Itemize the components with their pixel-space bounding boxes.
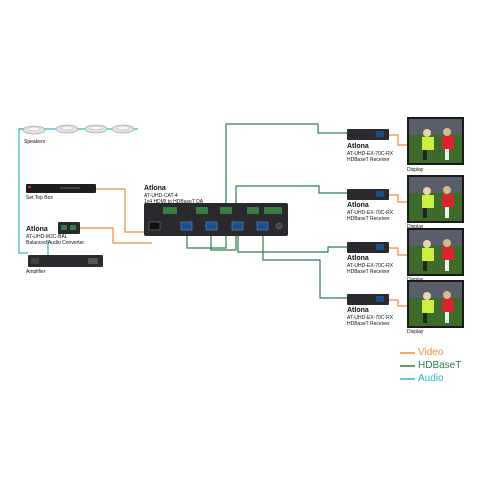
video-cable-stb: [94, 188, 160, 233]
video-cable-display-2: [388, 194, 407, 203]
set-top-box-label: Set Top Box: [26, 195, 53, 201]
video-cable-display-1: [388, 134, 407, 146]
da-desc: 1x4 HDMI to HDBaseT DA: [144, 199, 204, 205]
receiver-4-model: AT-UHD-EX-70C-RX: [347, 315, 394, 321]
amplifier-icon: [28, 255, 103, 267]
display-4-label: Display: [407, 329, 424, 335]
distribution-amplifier-icon: [144, 203, 288, 236]
set-top-box-icon: [26, 184, 96, 193]
receiver-2-desc: HDBaseT Receiver: [347, 216, 390, 222]
receiver-3-desc: HDBaseT Receiver: [347, 269, 390, 275]
receiver-4-desc: HDBaseT Receiver: [347, 321, 390, 327]
da-model: AT-UHD-CAT-4: [144, 193, 178, 199]
video-cable-display-4: [388, 299, 407, 307]
audio-cable-converter: [78, 227, 152, 244]
hdbaset-cable-2: [210, 185, 347, 251]
display-screens: [407, 117, 464, 328]
hdbaset-cable-4: [262, 232, 347, 299]
converter-brand: Atlona: [26, 226, 48, 233]
receiver-1-brand: Atlona: [347, 143, 369, 150]
receiver-3-brand: Atlona: [347, 255, 369, 262]
legend-audio: Audio: [418, 373, 444, 384]
converter-desc: Balanced Audio Converter: [26, 240, 85, 246]
receiver-2-model: AT-UHD-EX-70C-RX: [347, 210, 394, 216]
audio-converter-icon: [58, 222, 80, 234]
speakers-label: Speakers: [24, 139, 46, 145]
display-3-label: Display: [407, 277, 424, 283]
legend-hdbaset: HDBaseT: [418, 360, 462, 371]
da-brand: Atlona: [144, 185, 166, 192]
receiver-1-desc: HDBaseT Receiver: [347, 157, 390, 163]
legend-video: Video: [418, 347, 444, 358]
hdbaset-cable-3: [237, 232, 347, 253]
receiver-3-model: AT-UHD-EX-70C-RX: [347, 263, 394, 269]
speaker-icons: [22, 124, 135, 135]
converter-model: AT-UHD-M2C-BAL: [26, 234, 68, 240]
receiver-icons: [347, 129, 389, 305]
receiver-4-brand: Atlona: [347, 307, 369, 314]
receiver-1-model: AT-UHD-EX-70C-RX: [347, 151, 394, 157]
display-2-label: Display: [407, 224, 424, 230]
video-cable-display-3: [388, 247, 407, 256]
receiver-2-brand: Atlona: [347, 202, 369, 209]
hdbaset-cable-1: [186, 123, 347, 249]
display-1-label: Display: [407, 167, 424, 173]
amplifier-label: Amplifier: [26, 269, 46, 275]
